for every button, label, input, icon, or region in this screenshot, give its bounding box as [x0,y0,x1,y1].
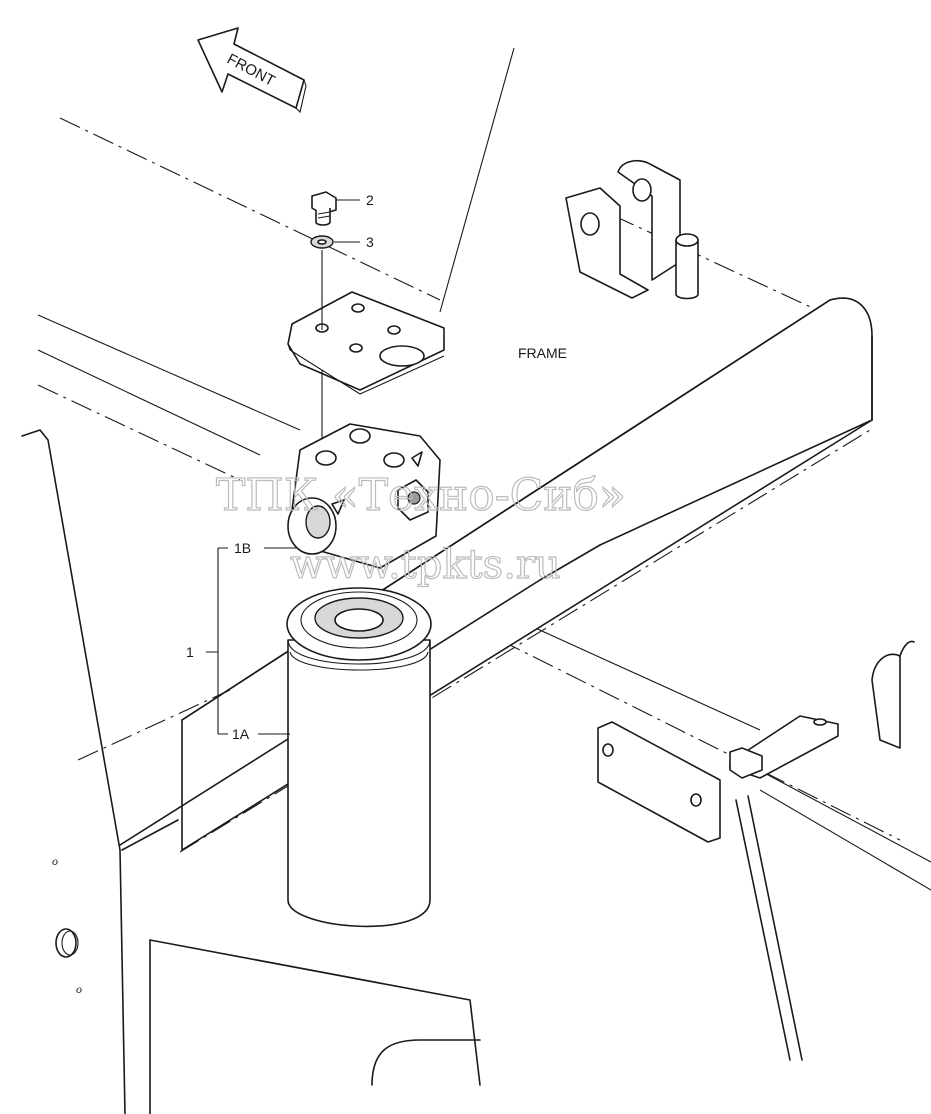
mark-top: o [52,854,58,868]
callout-assembly: 1 [186,644,194,660]
watermark: ТПК «Техно-Сиб» www.tpkts.ru [215,469,626,588]
panel-hole [55,928,77,958]
callout-filter-head: 1B [234,540,251,556]
frame-bracket-lower [597,715,839,1061]
bolt [311,191,337,226]
watermark-line2: www.tpkts.ru [290,542,561,588]
frame-label: FRAME [518,345,567,361]
callout-bolt: 2 [366,192,374,208]
right-edge-panel [871,640,915,749]
frame-bracket-upper [565,159,699,300]
callout-filter-element: 1A [232,726,250,742]
mark-bottom: o [76,982,82,996]
filter-head [287,423,441,569]
callout-leaders [206,199,360,735]
washer [310,235,334,249]
left-side-panel: o o [21,429,481,1114]
background-structure [37,47,931,891]
front-direction-arrow: FRONT [197,27,307,114]
mounting-plate [287,291,445,395]
filter-element [286,587,432,928]
watermark-line1: ТПК «Техно-Сиб» [216,470,626,521]
callout-washer: 3 [366,234,374,250]
